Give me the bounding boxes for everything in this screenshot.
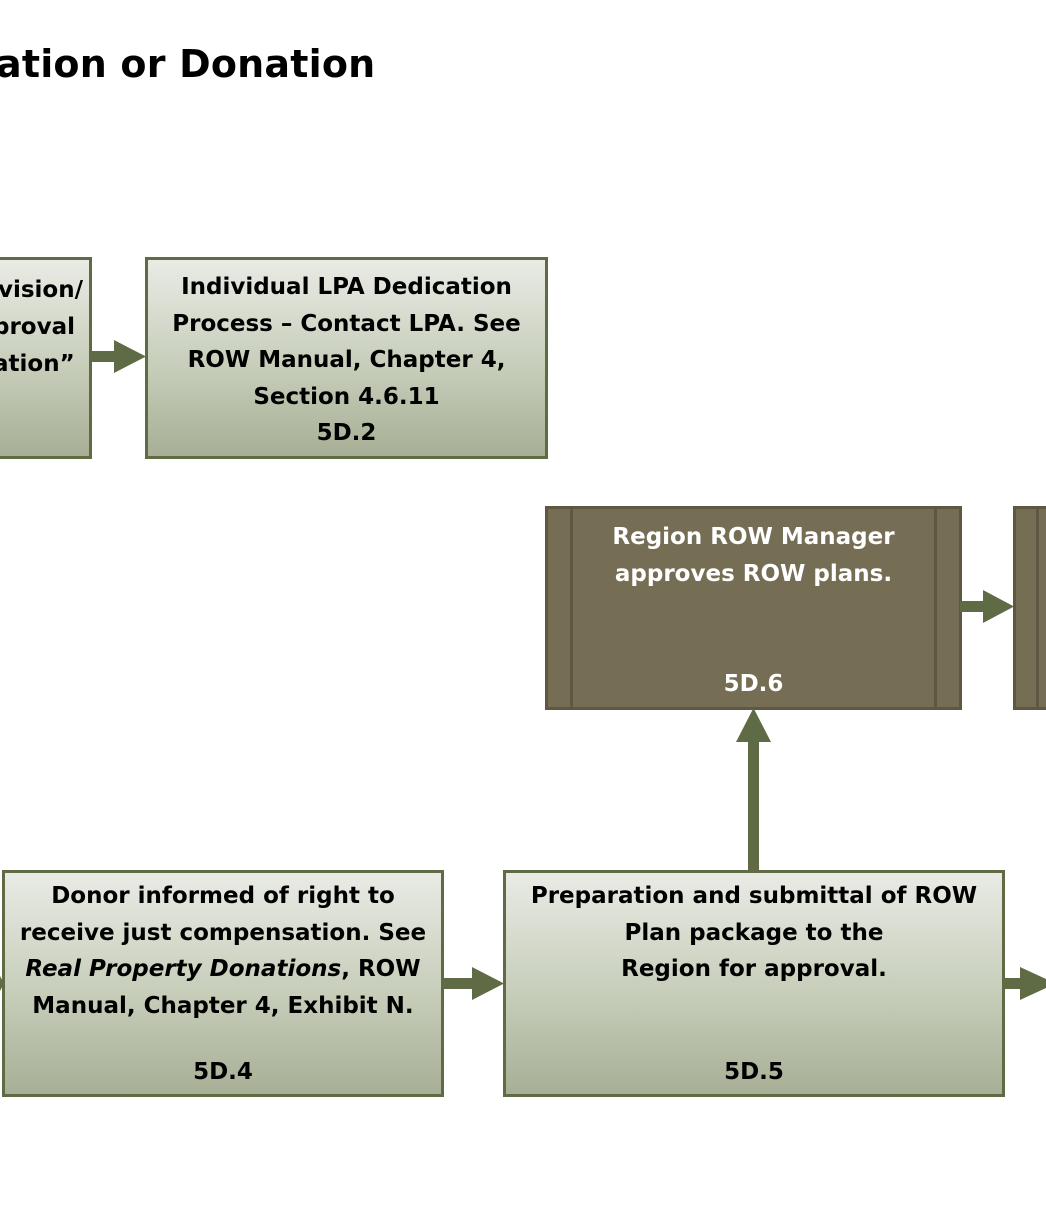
arrow-5d6-to-5d7 — [960, 601, 986, 612]
process-bar-left — [570, 509, 573, 707]
step-5d6-text: Region ROW Manager approves ROW plans. — [574, 519, 933, 593]
step-5d1-line: vision/ — [0, 277, 83, 303]
step-5d4-line-rest: , ROW — [341, 956, 421, 982]
arrowhead-5d5-to-5d6 — [736, 708, 771, 742]
step-5d2-line: ROW Manual, Chapter 4, — [187, 347, 506, 373]
step-5d1-box: vision/ proval ation” — [0, 257, 92, 459]
step-5d2-line: Section 4.6.11 — [253, 383, 440, 410]
process-bar-right — [934, 509, 937, 707]
step-5d5-box: Preparation and submittal of ROW Plan pa… — [503, 870, 1005, 1097]
arrow-5d5-to-next — [1003, 978, 1023, 989]
arrowhead-into-5d4 — [0, 976, 4, 991]
step-5d6-line: approves ROW plans. — [614, 561, 893, 587]
step-5d5-line: Preparation and submittal of ROW — [530, 883, 978, 909]
step-5d7-box — [1013, 506, 1046, 710]
step-5d5-code: 5D.5 — [724, 1058, 784, 1085]
step-5d5-line: Plan package to the — [624, 919, 884, 946]
arrow-5d1-to-5d2 — [90, 351, 118, 362]
arrowhead-5d5-to-next — [1020, 967, 1046, 1000]
step-5d5-line: Region for approval. — [621, 956, 887, 982]
step-5d4-line: Manual, Chapter 4, Exhibit N. — [32, 992, 414, 1019]
step-5d1-line: proval — [0, 314, 76, 340]
step-5d4-line: Donor informed of right to — [51, 883, 395, 909]
step-5d2-line: Individual LPA Dedication — [181, 274, 512, 300]
page-title: ation or Donation — [0, 42, 376, 86]
step-5d4-box: Donor informed of right to receive just … — [2, 870, 444, 1097]
arrowhead-5d1-to-5d2 — [114, 340, 146, 373]
arrowhead-5d6-to-5d7 — [983, 590, 1014, 623]
step-5d1-line: ation” — [0, 351, 75, 377]
step-5d6-code: 5D.6 — [723, 671, 784, 697]
step-5d2-line: Process – Contact LPA. See — [172, 310, 521, 337]
arrow-5d5-to-5d6 — [748, 738, 759, 871]
process-bar-left — [1036, 509, 1039, 707]
step-5d4-code: 5D.4 — [193, 1058, 253, 1085]
step-5d2-box: Individual LPA Dedication Process – Cont… — [145, 257, 548, 459]
step-5d4-line: Real Property Donations, ROW — [5, 951, 441, 988]
arrowhead-5d4-to-5d5 — [472, 967, 504, 1000]
arrow-5d4-to-5d5 — [442, 978, 476, 989]
step-5d4-line: receive just compensation. See — [19, 919, 427, 946]
publication-title: Real Property Donations — [25, 956, 342, 982]
step-5d2-code: 5D.2 — [316, 420, 377, 446]
step-5d6-line: Region ROW Manager — [612, 524, 895, 550]
